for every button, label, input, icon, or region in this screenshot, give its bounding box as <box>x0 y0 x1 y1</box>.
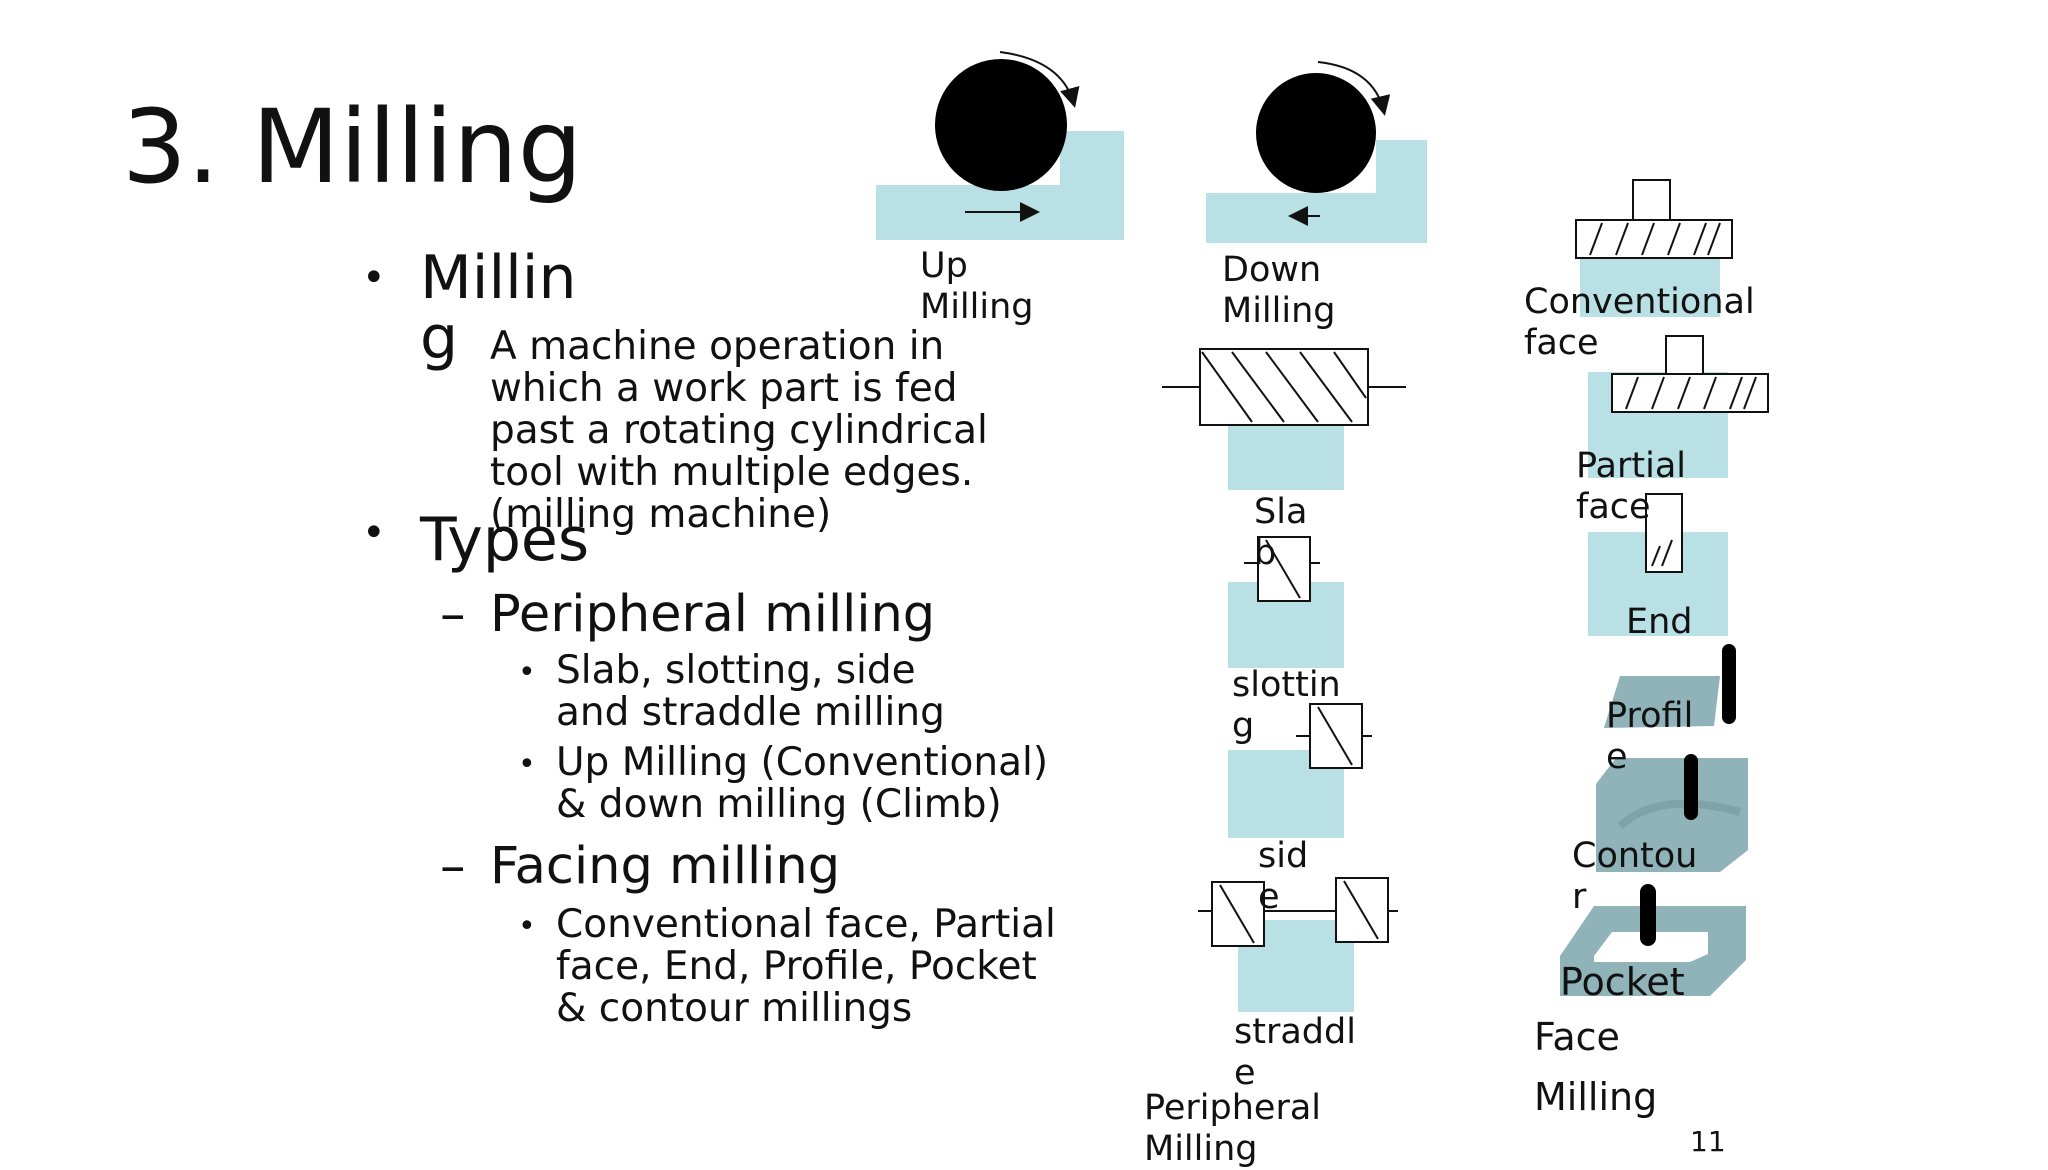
peripheral-head: Peripheral milling <box>490 585 936 644</box>
label-peripheral-milling: Peripheral Milling <box>1144 1088 1321 1169</box>
label-face-milling: Face Milling <box>1534 1015 1658 1119</box>
profile-tool <box>1722 644 1736 724</box>
straddle-cutter-right <box>1335 877 1389 943</box>
label-slotting: slottin g <box>1232 665 1341 746</box>
bullet-types-head: Types <box>420 505 590 575</box>
sub-dot-2: • <box>518 747 536 782</box>
partial-face-diagram <box>1588 335 1769 478</box>
up-milling-cutter <box>935 59 1067 191</box>
slab-workpiece <box>1228 424 1344 490</box>
conventional-face-diagram <box>1575 179 1733 317</box>
pocket-milling-diagram <box>1560 884 1746 996</box>
label-contour: Contou r <box>1572 836 1698 917</box>
bullet-dot-types: • <box>362 510 386 556</box>
facing-head: Facing milling <box>490 837 841 896</box>
dash-facing: – <box>440 837 466 896</box>
partial-face-cutter <box>1611 373 1769 413</box>
slotting-diagram <box>1228 536 1344 668</box>
label-down-milling: Down Milling <box>1222 250 1336 331</box>
contour-milling-diagram <box>1596 754 1748 872</box>
conventional-face-workpiece <box>1580 255 1720 317</box>
dash-peripheral: – <box>440 585 466 644</box>
peripheral-sub2: Up Milling (Conventional) & down milling… <box>556 740 1049 827</box>
label-pocket: Pocket <box>1560 960 1685 1004</box>
contour-workpiece <box>1596 758 1748 872</box>
down-milling-workpiece <box>1206 140 1427 243</box>
slab-milling-diagram <box>1162 348 1406 490</box>
bullet-dot-milling: • <box>362 255 386 301</box>
down-milling-rotation-arrow <box>1317 61 1391 116</box>
slab-cutter-teeth <box>1201 351 1367 423</box>
down-milling-diagram <box>1206 61 1427 243</box>
label-conventional-face: Conventional face <box>1524 282 1755 363</box>
facing-sub1: Conventional face, Partial face, End, Pr… <box>556 902 1056 1031</box>
label-side: sid e <box>1258 836 1309 917</box>
pocket-tool <box>1640 884 1656 946</box>
label-profile: Profil e <box>1606 696 1694 777</box>
contour-tool <box>1684 754 1698 820</box>
profile-workpiece <box>1604 676 1720 728</box>
profile-milling-diagram <box>1604 644 1736 728</box>
sub-dot-3: • <box>518 909 536 944</box>
label-straddle: straddl e <box>1234 1012 1356 1093</box>
label-end: End <box>1626 602 1693 642</box>
peripheral-sub1: Slab, slotting, side and straddle millin… <box>556 648 945 735</box>
label-slab: Sla b <box>1254 492 1308 573</box>
up-milling-rotation-arrow <box>999 51 1080 108</box>
slab-cutter <box>1199 348 1369 426</box>
up-milling-diagram <box>876 51 1124 240</box>
sub-dot-1: • <box>518 655 536 690</box>
label-up-milling: Up Milling <box>920 246 1034 327</box>
page-number: 11 <box>1690 1125 1726 1158</box>
slide-title: 3. Milling <box>122 88 583 207</box>
bullet-milling-head: Millin g <box>420 243 577 373</box>
straddle-milling-diagram <box>1198 877 1398 1012</box>
conventional-face-spindle <box>1632 179 1671 221</box>
side-milling-diagram <box>1228 703 1372 838</box>
conventional-face-cutter <box>1575 219 1733 259</box>
label-partial-face: Partial face <box>1576 446 1686 527</box>
bullet-milling-desc: A machine operation in which a work part… <box>490 324 988 537</box>
end-milling-diagram <box>1588 493 1728 636</box>
down-milling-cutter <box>1256 73 1376 193</box>
